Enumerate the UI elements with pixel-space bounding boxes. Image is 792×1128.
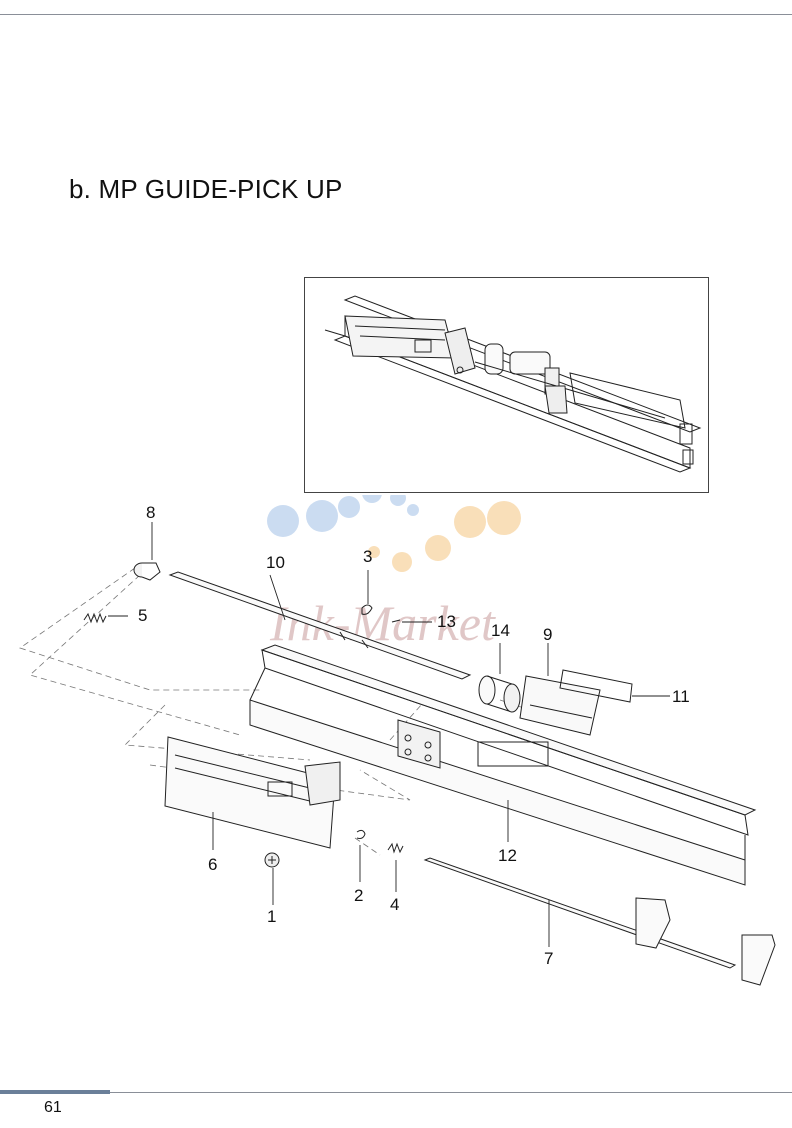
part-7-rod xyxy=(423,857,776,986)
page-title: b. MP GUIDE-PICK UP xyxy=(69,174,343,204)
part-5-spring xyxy=(83,612,107,624)
part-11-pad xyxy=(559,669,633,703)
callout-5: 5 xyxy=(138,606,147,625)
part-4-spring xyxy=(387,842,404,854)
callout-7: 7 xyxy=(544,949,553,968)
part-1-screw xyxy=(264,852,280,868)
callout-6: 6 xyxy=(208,855,217,874)
part-3-clip xyxy=(361,604,373,615)
callout-12: 12 xyxy=(498,846,517,865)
page-number: 61 xyxy=(44,1099,62,1116)
part-14-roller xyxy=(478,675,496,705)
callout-3: 3 xyxy=(363,547,372,566)
callout-10: 10 xyxy=(266,553,285,572)
part-2-ring xyxy=(356,829,366,839)
bottom-rule xyxy=(0,1092,792,1093)
callout-11: 11 xyxy=(672,687,690,706)
watermark-logo: Ink-Market xyxy=(267,495,521,651)
callout-4: 4 xyxy=(390,895,399,914)
watermark-text: Ink-Market xyxy=(269,595,496,651)
exploded-parts-diagram: Ink-Market xyxy=(19,495,776,986)
callout-2: 2 xyxy=(354,886,363,905)
callout-9: 9 xyxy=(543,625,552,644)
callout-14: 14 xyxy=(491,621,510,640)
top-rule xyxy=(0,14,792,15)
callout-1: 1 xyxy=(267,907,276,926)
part-12-frame xyxy=(249,644,757,886)
overview-top-rail xyxy=(343,295,702,433)
part-6-guide xyxy=(164,736,341,849)
assembly-overview-inset xyxy=(304,277,709,493)
callout-13: 13 xyxy=(437,612,456,631)
part-13-pin xyxy=(391,619,401,623)
part-9-cover xyxy=(519,675,601,736)
callout-8: 8 xyxy=(146,503,155,522)
bottom-accent-bar xyxy=(0,1090,110,1094)
overview-drawing xyxy=(324,295,702,473)
